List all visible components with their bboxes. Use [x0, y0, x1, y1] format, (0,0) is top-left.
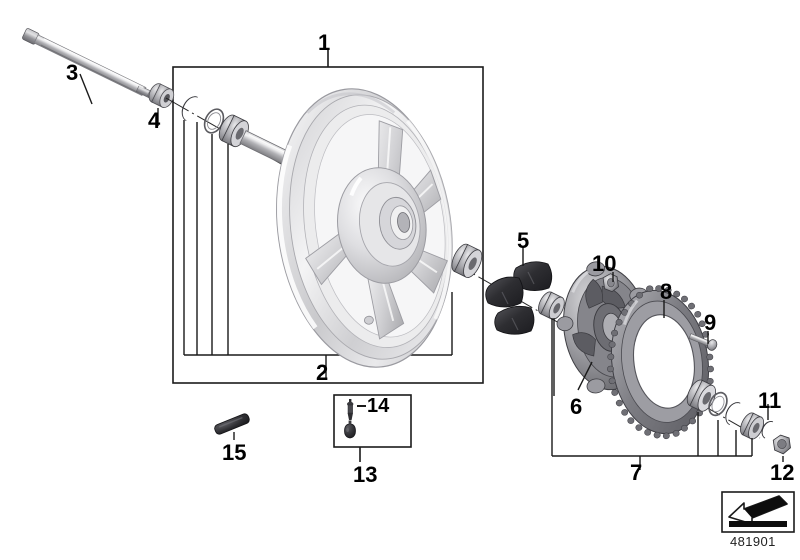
group-box-1	[172, 48, 484, 384]
callout-9-sprocket-bolt: 9	[704, 310, 717, 335]
part-14-valve-stem	[347, 399, 366, 420]
part-15-balance-weight	[214, 413, 250, 440]
callout-8-sprocket: 8	[660, 279, 673, 304]
callout-1-wheel-assembly: 1	[318, 30, 331, 55]
part-1-rear-wheel	[276, 88, 453, 368]
callout-5-cush-drive-rubbers: 5	[517, 228, 530, 253]
group-7-carrier-bearing-parts	[551, 318, 765, 470]
part-9-sprocket-bolt	[688, 331, 718, 351]
callout-12-axle-nut: 12	[770, 460, 795, 485]
group-box-13-valve-kit	[333, 394, 412, 462]
part-10-sprocket-nut	[602, 272, 619, 293]
callout-15-balance-weight: 15	[222, 440, 247, 465]
callout-14-valve-stem: 14	[367, 395, 390, 417]
callout-3-axle: 3	[66, 60, 79, 85]
part-3-rear-axle	[22, 28, 165, 105]
diagram-id-label: 481901	[730, 534, 776, 549]
callout-13-valve-kit: 13	[353, 462, 378, 487]
callout-10-nut: 10	[592, 251, 617, 276]
orientation-arrow-box	[721, 491, 795, 533]
part-8-rear-sprocket	[607, 285, 714, 440]
callout-2-wheel-bearings: 2	[316, 360, 329, 385]
callout-6-sprocket-carrier: 6	[570, 394, 583, 419]
callout-11-washer: 11	[758, 388, 782, 413]
part-13-valve-cap	[344, 420, 356, 439]
callout-7-carrier-bearings: 7	[630, 460, 643, 485]
part-4-axle-spacer	[148, 83, 175, 126]
part-12-axle-nut	[772, 434, 791, 462]
part-5-cush-drive-rubbers	[485, 247, 553, 335]
part-2-outer-bearing	[451, 243, 483, 278]
callout-4-spacer: 4	[148, 108, 161, 133]
